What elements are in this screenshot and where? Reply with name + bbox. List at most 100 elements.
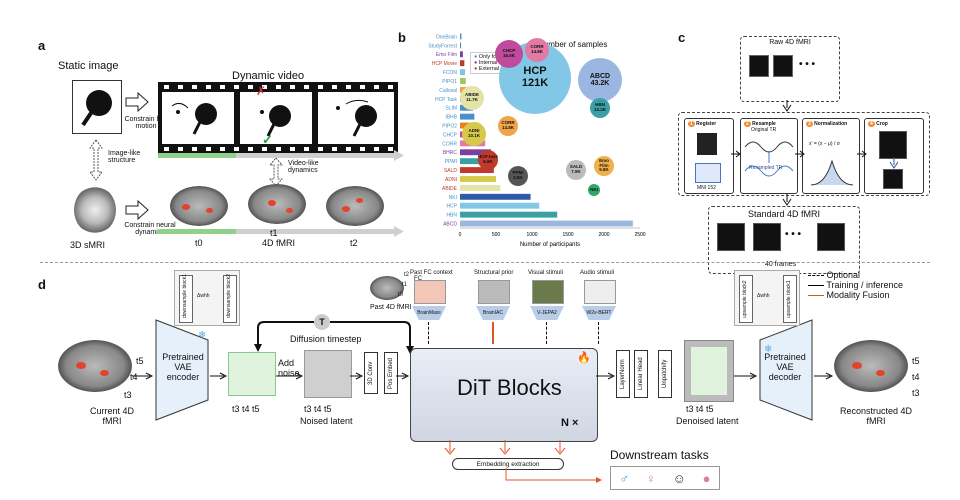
bubble-value: 14.8K	[501, 125, 514, 130]
panel-label-a: a	[38, 38, 46, 53]
brain-icon: ●	[702, 470, 711, 486]
bubble-value: 11.7K	[466, 97, 478, 102]
latent-times: t3 t4 t5	[232, 404, 260, 414]
bubble-label: CORR	[501, 120, 515, 126]
samples-title: Number of samples	[538, 40, 608, 49]
recon-t4: t4	[912, 372, 920, 382]
category-label: PPMI	[445, 159, 457, 165]
downsample-block2: downsample block2	[226, 274, 232, 318]
bubble-value: 14.8K	[530, 49, 543, 54]
add-noise-label: Add noise	[278, 358, 300, 378]
svg-text:❄: ❄	[764, 344, 772, 355]
downsample-block1: downsample block1	[182, 274, 188, 318]
bubble-label: ADNI	[468, 128, 480, 134]
image-like-arrow	[89, 139, 103, 181]
current-fmri-brain	[58, 340, 132, 392]
fmri-brain-t0	[170, 186, 228, 226]
bar-abcd	[460, 220, 633, 227]
static-image-label: Static image	[58, 60, 119, 72]
resample-curves	[744, 141, 794, 177]
past-t0: t0	[398, 292, 404, 298]
section-divider	[40, 262, 930, 263]
category-label: BHRC	[443, 150, 458, 156]
bubble-label: ABCD	[589, 72, 611, 80]
category-label: OneBrain	[436, 34, 457, 40]
current-t3: t3	[124, 390, 132, 400]
timestep-arrows	[254, 321, 414, 354]
flow-legend: Optional Training / inference Modality F…	[808, 270, 903, 300]
reconstructed-brain	[834, 340, 908, 392]
diffusion-label: Diffusion timestep	[290, 334, 362, 344]
category-label: NKI	[449, 195, 457, 201]
video-timeline-arrow	[158, 150, 404, 161]
bubble-value: 16.5K	[502, 53, 515, 58]
bar-sald	[460, 167, 494, 174]
fire-icon: 🔥	[577, 352, 591, 364]
person-icon: ♂	[619, 470, 630, 486]
past-fmri-brain	[370, 276, 404, 300]
current-fmri-label: Current 4D fMRI	[89, 406, 134, 426]
step-crop: 4 Crop	[864, 118, 924, 194]
arrow-right-icon-2	[125, 200, 149, 220]
recon-t5: t5	[912, 356, 920, 366]
category-label: HCP Movie	[432, 61, 457, 67]
person-female-icon: ♀	[645, 470, 656, 486]
category-label: HBN	[446, 213, 457, 219]
condition-encoder: W2v-BERT	[582, 306, 616, 320]
encoder-label: Pretrained VAE encoder	[162, 352, 204, 382]
standard-fmri-box: Standard 4D fMRI • • • 40 frames	[708, 206, 860, 274]
category-label: HCP	[446, 204, 457, 210]
bubble-label: CORR	[530, 44, 544, 50]
bubble-value: 5.8K	[599, 167, 609, 173]
downstream-arrow	[505, 468, 602, 483]
static-image	[72, 80, 122, 134]
panel-label-d: d	[38, 277, 46, 292]
video-like-label: Video-like dynamics	[288, 160, 319, 174]
smri-brain	[74, 186, 116, 234]
raw-frame-1	[749, 55, 769, 77]
condition-arrow	[598, 322, 599, 344]
category-label: Emo Film	[436, 52, 457, 58]
x-tick-label: 2500	[634, 232, 645, 238]
latent-grid	[228, 352, 276, 396]
x-axis-label: Number of participants	[520, 242, 580, 248]
bubble-label: SALD	[569, 164, 583, 170]
downstream-label: Downstream tasks	[610, 448, 709, 462]
fc-label: FC	[414, 276, 422, 282]
denoised-times: t3 t4 t5	[686, 404, 714, 414]
fmri-timeline-arrow	[158, 226, 404, 237]
upsample-block1: upsample block1	[786, 280, 792, 318]
arrow-right-icon	[125, 92, 149, 112]
bubble-value: 43.2K	[590, 80, 610, 87]
panel-label-b: b	[398, 30, 406, 45]
denoised-latent-label: Denoised latent	[676, 416, 739, 426]
fmri-label: 4D fMRI	[262, 238, 296, 248]
condition-title: Structural prior	[474, 270, 514, 276]
noised-latent-label: Noised latent	[300, 416, 353, 426]
raw-frame-2	[773, 55, 793, 77]
bar-bhrc	[460, 149, 491, 156]
constrain-neural-label: Constrain neural dynamics	[124, 222, 176, 236]
condition-image	[414, 280, 446, 304]
category-label: IBHB	[445, 115, 457, 121]
x-tick-label: 1000	[526, 232, 537, 238]
downstream-icons: ♂♀☺●	[610, 466, 720, 490]
legend-internal: ● Internal Eval	[474, 60, 510, 66]
bar-adni	[460, 176, 496, 182]
bar-studyforrest	[460, 42, 462, 49]
bubble-value: 121K	[521, 77, 549, 89]
raw-fmri-box: Raw 4D fMRI • • •	[740, 36, 840, 102]
film-frames	[162, 85, 394, 151]
legend-optional: Optional	[808, 270, 903, 280]
t2-label: t2	[350, 238, 358, 248]
bubble-value: 10.1K	[467, 133, 480, 138]
check-mark: ✓	[262, 132, 273, 147]
condition-encoder: BrainIAC	[476, 306, 510, 320]
